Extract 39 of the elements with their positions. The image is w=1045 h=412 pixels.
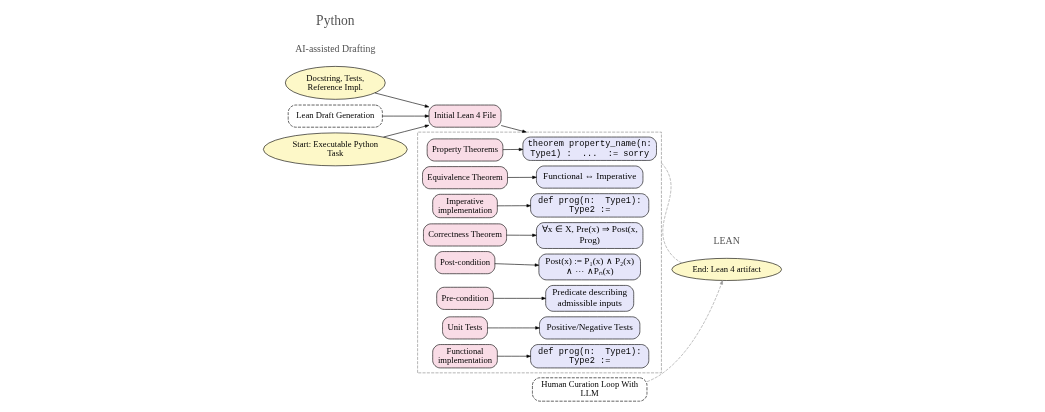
arrow (374, 92, 430, 108)
node-box: def prog(n: Type1): Type2 := (530, 193, 650, 218)
arrow (497, 204, 531, 208)
arrow (487, 326, 540, 330)
node-box: Imperative implementation (432, 194, 498, 218)
node-box: Initial Lean 4 File (428, 104, 502, 128)
node-box: Pre-condition (436, 286, 494, 310)
node-ellipse: End: Lean 4 artifact (671, 258, 782, 281)
node-box: Post(x) := P₁(x) ∧ P₂(x) ∧ ··· ∧Pₙ(x) (538, 253, 641, 281)
node-box: Property Theorems (426, 138, 504, 162)
arrow (382, 114, 430, 118)
node-box: Unit Tests (442, 316, 488, 340)
arrow (506, 233, 537, 237)
connector (661, 162, 683, 264)
node-ellipse: Start: Executable Python Task (263, 132, 408, 167)
node-box: Positive/Negative Tests (539, 316, 641, 340)
node-box: Correctness Theorem (423, 223, 507, 247)
arrow (502, 147, 524, 152)
arrow (494, 263, 540, 267)
arrow (383, 124, 430, 138)
node-box: Human Curation Loop With LLM (532, 377, 648, 402)
label: AI-assisted Drafting (295, 42, 376, 54)
arrow (497, 354, 531, 358)
node-box: Equivalence Theorem (422, 166, 508, 190)
node-box: Lean Draft Generation (287, 104, 383, 128)
node-ellipse: Docstring, Tests, Reference Impl. (285, 66, 386, 100)
arrow (507, 175, 537, 179)
node-box: Functional implementation (432, 344, 498, 369)
label: LEAN (713, 235, 740, 247)
node-box: Functional ⇔ Imperative (536, 165, 644, 189)
arrow (500, 125, 527, 133)
arrow (493, 296, 546, 300)
node-box: theorem property_name(n: Type1) : ... := sorry (522, 136, 657, 161)
node-box: ∀x ∈ X, Pre(x) ⇒ Post(x, Prog) (536, 222, 644, 249)
label: Python (316, 13, 355, 29)
node-box: Post-condition (434, 251, 496, 275)
node-box: def prog(n: Type1): Type2 := (530, 344, 650, 369)
node-box: Predicate describing admissible inputs (545, 285, 635, 312)
arrow (646, 280, 723, 382)
